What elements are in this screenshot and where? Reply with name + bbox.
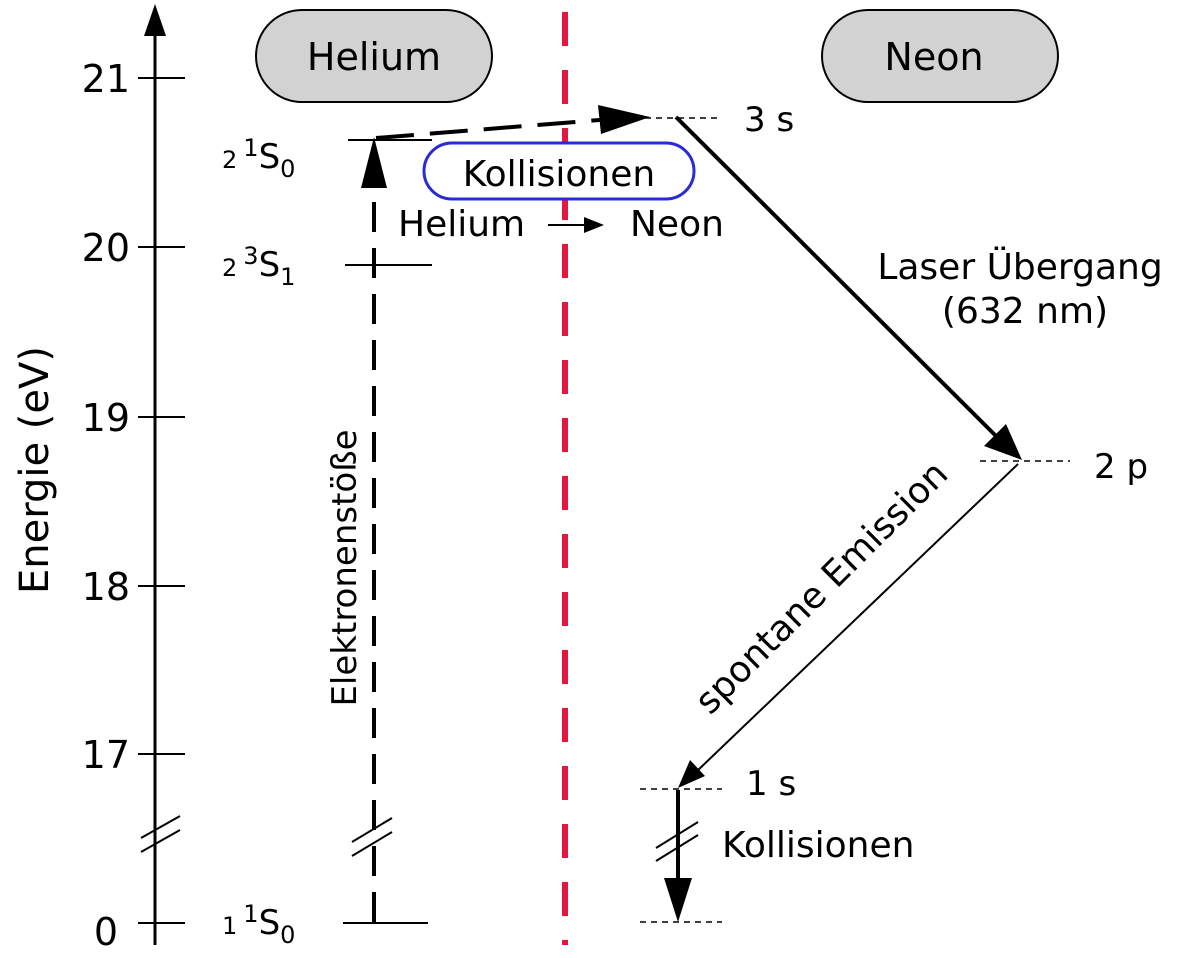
spontaneous-emission-arrowhead xyxy=(678,760,705,788)
neon-level-label-3s: 3 s xyxy=(744,100,794,140)
neon-header-box xyxy=(821,9,1059,103)
transfer-arrow-head xyxy=(584,217,604,233)
collision-box xyxy=(422,141,696,201)
neon-break-mark xyxy=(655,821,699,849)
neon-level-label-1s: 1 s xyxy=(746,764,796,804)
collision-decay-arrowhead xyxy=(664,878,692,922)
tick-label-0: 0 xyxy=(94,910,118,954)
energy-transfer-arrowhead xyxy=(598,105,650,134)
electron-collision-arrowhead xyxy=(361,137,387,188)
neon-level-label-2p: 2 p xyxy=(1094,447,1148,487)
collision-decay-label: Kollisionen xyxy=(722,825,914,866)
tick-label-20: 20 xyxy=(82,226,130,270)
helium-header-box xyxy=(255,9,493,103)
laser-transition-label: Laser Übergang xyxy=(877,246,1162,288)
laser-transition-arrowhead xyxy=(984,424,1022,460)
tick-label-18: 18 xyxy=(82,565,130,609)
helium-header-label: Helium xyxy=(307,35,441,79)
axis-title: Energie (eV) xyxy=(12,346,58,594)
laser-transition-arrow xyxy=(674,115,1002,442)
energy-transfer-arrow xyxy=(375,117,613,140)
axis-break-mark xyxy=(140,815,181,839)
axis-break-mark xyxy=(140,829,181,853)
tick-label-21: 21 xyxy=(82,57,130,101)
electron-collision-label: Elektronenstöße xyxy=(325,429,365,706)
spontaneous-emission-arrow xyxy=(695,463,1019,773)
helium-break-mark xyxy=(351,831,393,857)
neon-header-label: Neon xyxy=(884,35,983,79)
neon-break-mark xyxy=(655,834,699,862)
tick-label-19: 19 xyxy=(82,396,130,440)
tick-label-17: 17 xyxy=(82,733,130,777)
spontaneous-emission-label: spontane Emission xyxy=(687,453,956,722)
transfer-to-label: Neon xyxy=(630,204,724,245)
collision-box-label: Kollisionen xyxy=(463,154,655,195)
helium-break-mark xyxy=(351,817,393,843)
laser-wavelength-label: (632 nm) xyxy=(942,291,1108,332)
transfer-from-label: Helium xyxy=(398,204,525,245)
axis-arrowhead xyxy=(144,4,166,36)
